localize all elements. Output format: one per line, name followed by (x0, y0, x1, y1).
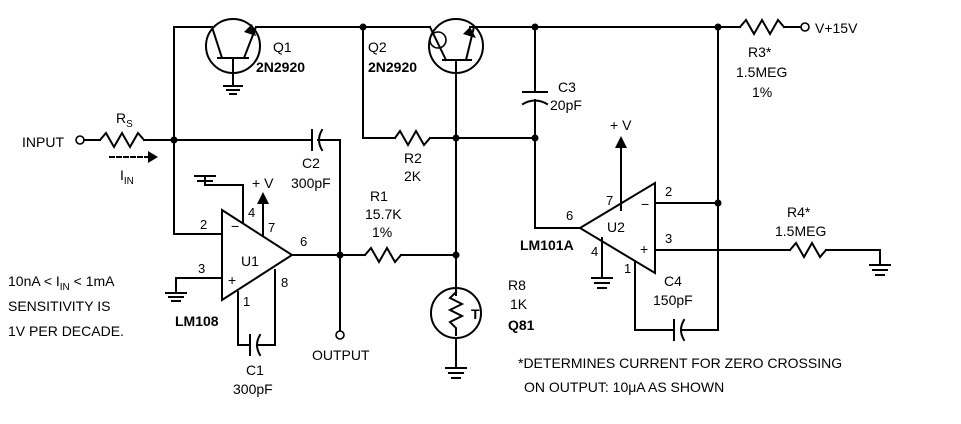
r4-name: R4* (787, 204, 811, 220)
q1-part: 2N2920 (256, 59, 305, 75)
q1-name: Q1 (273, 39, 292, 55)
u2-minus: − (641, 196, 649, 212)
u1-part: LM108 (175, 313, 219, 329)
u2-vplus: + V (610, 117, 632, 133)
u2-pin3: 3 (665, 231, 672, 246)
c2-capacitor (299, 128, 341, 331)
c3-value: 20pF (550, 97, 582, 113)
r8-value: 1K (510, 296, 528, 312)
r8-part: Q81 (508, 317, 535, 333)
c1-name: C1 (246, 362, 264, 378)
u2-pin2: 2 (665, 184, 672, 199)
top-bus (173, 17, 810, 37)
u1-pin8: 8 (281, 275, 288, 290)
output-label: OUTPUT (312, 347, 370, 363)
sensitivity-line2: SENSITIVITY IS (8, 298, 110, 314)
r1-value: 15.7K (365, 206, 402, 222)
u2-part: LM101A (520, 237, 574, 253)
u1-pin2: 2 (200, 217, 207, 232)
r1-tol: 1% (372, 224, 392, 240)
q1-transistor (205, 18, 261, 95)
c4-name: C4 (664, 273, 682, 289)
output-node (335, 330, 345, 340)
c4-value: 150pF (653, 292, 693, 308)
iin-arrow-icon (109, 151, 158, 163)
u2-pin4: 4 (591, 244, 598, 259)
r4-value: 1.5MEG (775, 223, 826, 239)
u2-pin1: 1 (624, 261, 631, 276)
c2-name: C2 (302, 155, 320, 171)
c1-value: 300pF (233, 381, 273, 397)
r1-name: R1 (370, 188, 388, 204)
r3-name: R3* (748, 44, 772, 60)
supply-label: V+15V (815, 20, 858, 36)
u2-plus: + (640, 241, 648, 257)
u1-pin7: 7 (268, 220, 275, 235)
footnote-line1: *DETERMINES CURRENT FOR ZERO CROSSING (518, 355, 842, 371)
sensitivity-line3: 1V PER DECADE. (8, 323, 124, 339)
u2-name: U2 (607, 219, 625, 235)
c3-capacitor (521, 26, 581, 229)
c3-name: C3 (558, 79, 576, 95)
u1-pin1: 1 (243, 294, 250, 309)
r4-resistor (788, 240, 891, 276)
r3-tol: 1% (752, 84, 772, 100)
input-node (75, 130, 301, 150)
r3-value: 1.5MEG (736, 64, 787, 80)
r8-name: R8 (508, 277, 526, 293)
u1-pin4: 4 (248, 205, 255, 220)
left-wires (173, 26, 396, 235)
r2-resistor (393, 128, 536, 148)
iin-label: IIN (120, 167, 134, 187)
q2-part: 2N2920 (368, 59, 417, 75)
footnote-line2: ON OUTPUT: 10μA AS SHOWN (524, 379, 724, 395)
rs-name: RS (116, 110, 133, 130)
sensitivity-range: 10nA < IIN < 1mA (8, 273, 115, 293)
u1-plus: + (228, 272, 236, 288)
c2-value: 300pF (291, 175, 331, 191)
u1-pin6: 6 (300, 234, 307, 249)
input-label: INPUT (22, 134, 64, 150)
u1-name: U1 (241, 253, 259, 269)
u2-pin6: 6 (566, 208, 573, 223)
r1-resistor (339, 245, 460, 265)
r8-symbol: T (471, 306, 480, 322)
r2-value: 2K (404, 168, 422, 184)
r2-name: R2 (404, 150, 422, 166)
u2-pin7: 7 (606, 193, 613, 208)
u1-opamp (165, 175, 344, 357)
u1-pin3: 3 (198, 261, 205, 276)
q2-name: Q2 (368, 39, 387, 55)
u1-minus: − (231, 218, 239, 234)
u2-opamp (578, 26, 791, 342)
r8-thermistor (430, 287, 482, 379)
u1-vplus: + V (252, 175, 274, 191)
